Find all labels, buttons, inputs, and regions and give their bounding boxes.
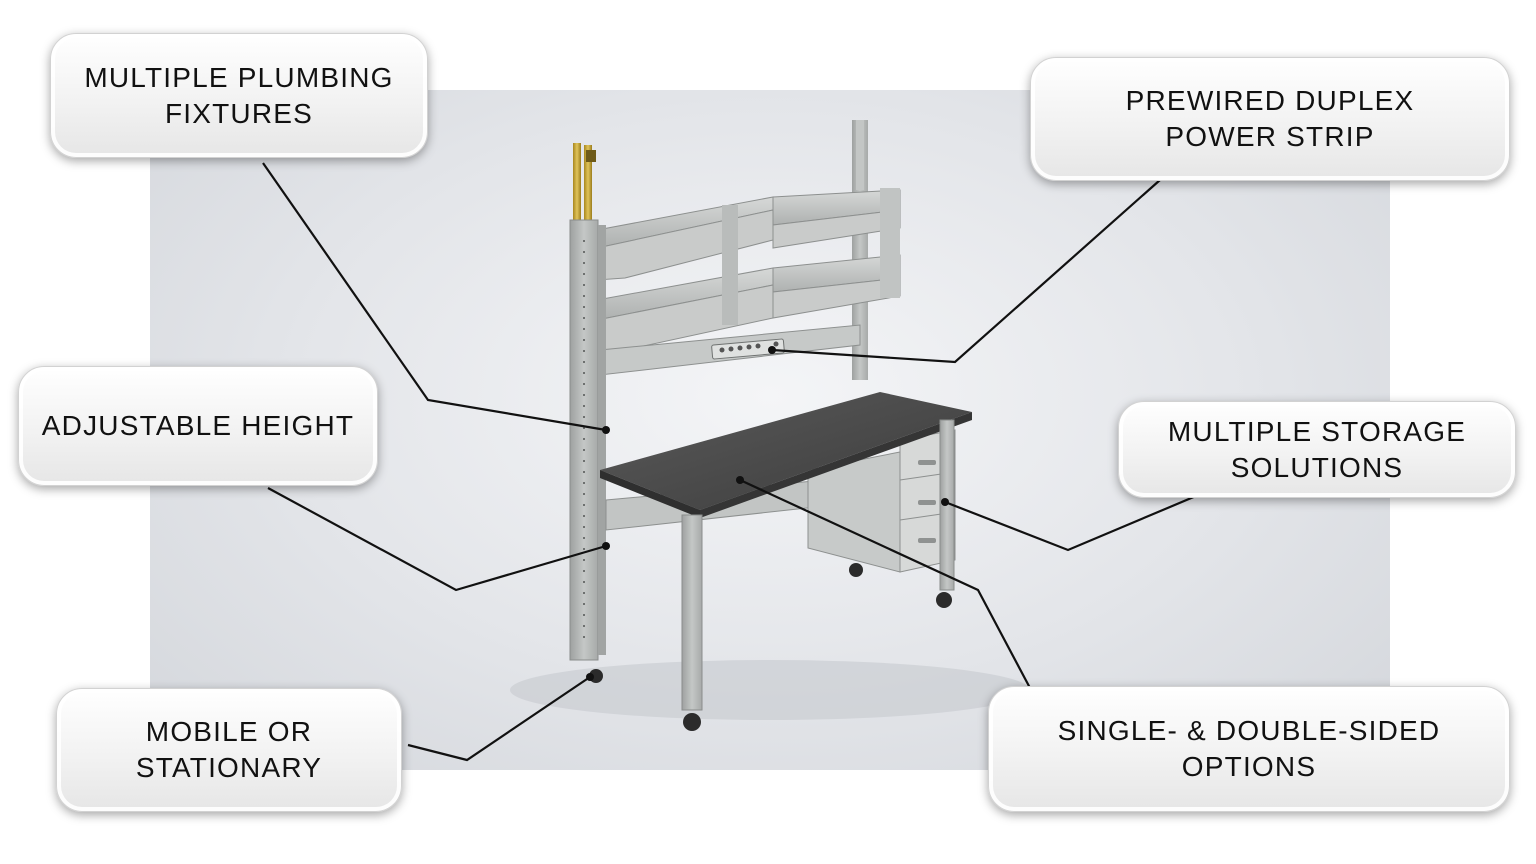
left-upright-inner	[598, 225, 606, 655]
right-upright-post	[856, 120, 864, 190]
leader-lines	[262, 162, 1197, 762]
callout-mobile-text: MOBILE OR STATIONARY	[135, 716, 323, 783]
caster-wheel	[936, 592, 952, 608]
drawer-handle	[918, 460, 936, 465]
plumbing-post	[584, 145, 592, 223]
callout-single-double-sided: SINGLE- & DOUBLE-SIDED OPTIONS	[988, 686, 1510, 812]
callout-mobile-stationary: MOBILE OR STATIONARY	[56, 688, 402, 812]
callout-storage-text: MULTIPLE STORAGE SOLUTIONS	[1167, 415, 1467, 483]
plumbing-valve	[586, 150, 596, 162]
leader-plumbing	[262, 162, 607, 432]
floor-shadow	[510, 660, 1030, 720]
callout-sided-text: SINGLE- & DOUBLE-SIDED OPTIONS	[1057, 715, 1441, 782]
power-outlets	[719, 341, 779, 353]
leader-power	[771, 179, 1161, 364]
front-leg	[681, 514, 703, 711]
drawer-handle	[918, 538, 936, 543]
leader-sided	[739, 479, 1031, 689]
leader-height	[267, 487, 607, 592]
leader-endpoints	[586, 346, 949, 681]
callout-height-text: ADJUSTABLE HEIGHT	[41, 410, 355, 441]
worktop-edge	[600, 470, 700, 518]
callout-power-text: PREWIRED DUPLEX POWER STRIP	[1125, 85, 1415, 152]
callout-plumbing-text: MULTIPLE PLUMBING FIXTURES	[84, 61, 394, 129]
worktop	[600, 392, 972, 510]
leader-mobile	[407, 676, 591, 762]
overhead-shelving	[596, 188, 901, 353]
caster-wheel	[683, 713, 701, 731]
caster-wheel	[849, 563, 863, 577]
plumbing-post	[573, 143, 581, 223]
shelf-end-bracket	[880, 188, 900, 298]
callout-adjustable-height: ADJUSTABLE HEIGHT	[18, 366, 378, 486]
callout-storage-solutions: MULTIPLE STORAGE SOLUTIONS	[1118, 401, 1516, 498]
shelf-center-bracket	[722, 205, 738, 325]
callout-plumbing-fixtures: MULTIPLE PLUMBING FIXTURES	[50, 33, 428, 158]
callout-power-strip: PREWIRED DUPLEX POWER STRIP	[1030, 57, 1510, 181]
drawer-handle	[918, 500, 936, 505]
worktop-edge	[700, 412, 972, 518]
leader-storage	[944, 494, 1197, 552]
